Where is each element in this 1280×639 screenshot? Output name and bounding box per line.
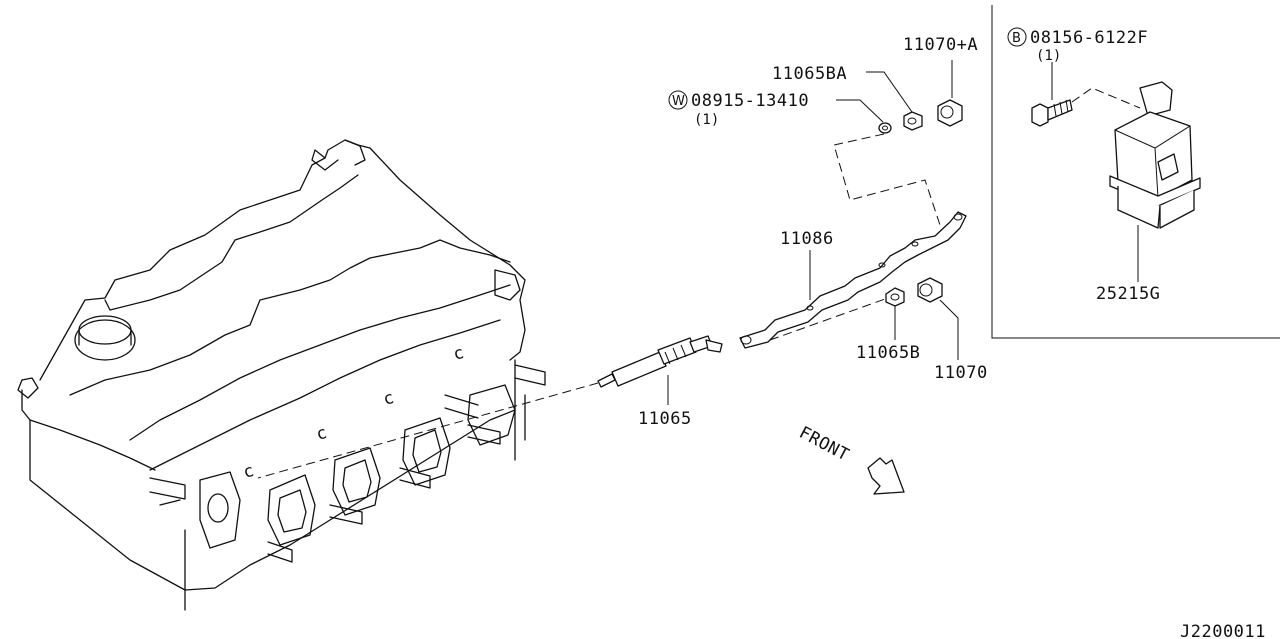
washer-w-marker bbox=[668, 90, 688, 110]
label-plate[interactable]: 11086 bbox=[780, 229, 834, 249]
cap-11070a-part[interactable] bbox=[937, 99, 963, 127]
label-bolt[interactable]: 08156-6122F bbox=[1030, 28, 1148, 48]
bolt-b-marker-letter: B bbox=[1012, 31, 1021, 46]
label-washer[interactable]: 08915-13410 bbox=[691, 91, 809, 111]
glow-relay-part[interactable] bbox=[1109, 81, 1201, 229]
nut-11065ba-part[interactable] bbox=[903, 111, 923, 131]
washer-plate-leader bbox=[833, 133, 941, 226]
washer-w-marker-letter: W bbox=[672, 94, 685, 109]
label-nut-ba[interactable]: 11065BA bbox=[772, 64, 847, 84]
inset-border bbox=[991, 5, 1280, 339]
bolt-relay-leader bbox=[1071, 87, 1141, 109]
label-washer-qty: (1) bbox=[694, 112, 719, 128]
plate-nut-leader bbox=[769, 297, 889, 341]
front-direction-arrow bbox=[867, 457, 905, 495]
label-bolt-qty: (1) bbox=[1036, 48, 1061, 64]
washer-part[interactable] bbox=[878, 122, 892, 134]
nut-11065b-part[interactable] bbox=[885, 287, 905, 307]
label-relay[interactable]: 25215G bbox=[1096, 284, 1160, 304]
label-nut-b[interactable]: 11065B bbox=[856, 343, 920, 363]
cap-11070-part[interactable] bbox=[917, 277, 943, 303]
svg-text:c: c bbox=[314, 423, 330, 445]
diagram-id: J2200011 bbox=[1180, 622, 1266, 639]
intake-ports bbox=[199, 384, 516, 549]
bolt-part[interactable] bbox=[1031, 99, 1073, 127]
label-front: FRONT bbox=[796, 423, 853, 466]
manifold-studs bbox=[149, 364, 546, 563]
svg-text:c: c bbox=[241, 461, 257, 483]
glow-plug-part[interactable] bbox=[597, 335, 723, 388]
label-cap[interactable]: 11070 bbox=[934, 363, 988, 383]
connecting-plate-part[interactable] bbox=[739, 211, 967, 349]
svg-text:c: c bbox=[451, 343, 467, 365]
leader-nut-ba bbox=[866, 71, 913, 113]
bolt-b-marker bbox=[1007, 27, 1027, 47]
leader-cap bbox=[939, 299, 959, 360]
cylinder-head-drawing: c c c c bbox=[17, 139, 546, 611]
label-cap-a[interactable]: 11070+A bbox=[903, 35, 978, 55]
leader-washer bbox=[836, 99, 884, 123]
glow-plug-leader bbox=[257, 382, 599, 479]
svg-text:c: c bbox=[381, 388, 397, 410]
label-glow-plug[interactable]: 11065 bbox=[638, 409, 692, 429]
